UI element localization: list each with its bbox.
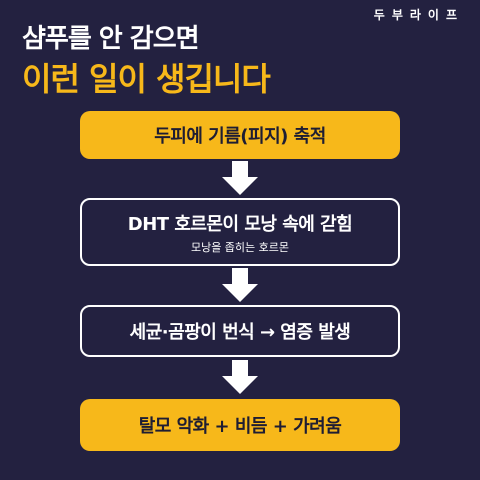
flow-step-2-label: DHT 호르몬이 모낭 속에 갇힘 [127,213,353,235]
flow-step-2: DHT 호르몬이 모낭 속에 갇힘 모낭을 좁히는 호르몬 [80,198,400,266]
brand-label: 두부라이프 [373,8,464,22]
down-arrow-icon [222,268,258,302]
flow-step-1-label: 두피에 기름(피지) 축적 [154,126,326,147]
flow-step-3-label: 세균·곰팡이 번식 → 염증 발생 [129,322,351,343]
headline-line-2: 이런 일이 생깁니다 [22,60,271,98]
flow-step-2-sublabel: 모낭을 좁히는 호르몬 [190,240,290,254]
flow-step-4-label: 탈모 악화 + 비듬 + 가려움 [138,416,342,437]
down-arrow-icon [222,161,258,195]
flow-step-1: 두피에 기름(피지) 축적 [80,111,400,159]
flow-step-3: 세균·곰팡이 번식 → 염증 발생 [80,305,400,357]
down-arrow-icon [222,360,258,394]
headline-line-1: 샴푸를 안 감으면 [22,24,200,54]
flow-step-4: 탈모 악화 + 비듬 + 가려움 [80,399,400,451]
